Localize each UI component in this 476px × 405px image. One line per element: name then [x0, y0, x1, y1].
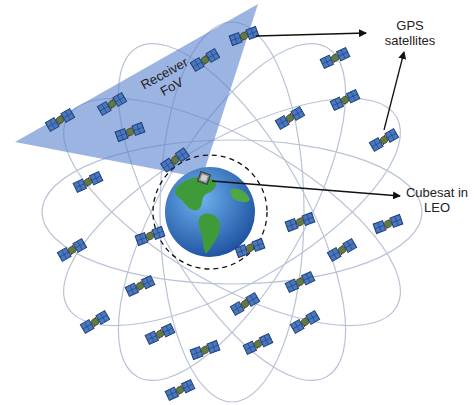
gps-satellite: [285, 272, 315, 293]
gps-satellite: [45, 109, 74, 132]
gps-satellite: [73, 172, 103, 193]
gps-satellite: [97, 93, 126, 116]
cubesat-label: Cubesat in LEO: [404, 185, 470, 215]
satellites-label: GPS satellites: [370, 18, 450, 48]
gps-satellite: [229, 27, 259, 46]
gps-satellite: [330, 90, 360, 111]
gps-satellite: [235, 239, 265, 258]
gps-satellite: [243, 334, 273, 355]
gps-satellite: [57, 239, 86, 262]
gps-satellite: [161, 148, 190, 172]
gps-satellite: [290, 311, 319, 334]
gps-satellite: [230, 293, 259, 316]
earth: [165, 167, 255, 257]
gps-satellite: [135, 227, 165, 246]
gps-satellite: [145, 324, 175, 345]
gps-satellite: [190, 341, 220, 360]
gps-satellite: [285, 213, 315, 232]
cubesat: [198, 172, 211, 185]
leo-orbit: [153, 155, 267, 269]
leader-arrows: [212, 33, 404, 196]
receiver-fov-cone: [15, 4, 258, 178]
gps-satellite: [369, 129, 398, 152]
gps-satellite: [125, 276, 155, 297]
gps-satellite: [165, 380, 195, 401]
gps-satellite: [373, 215, 403, 234]
gps-satellite: [275, 107, 304, 130]
gps-satellite: [320, 48, 350, 69]
gps-satellite: [190, 49, 219, 72]
gps-satellite: [80, 311, 109, 334]
gps-satellites: [45, 27, 402, 401]
gps-satellite: [115, 123, 145, 142]
gps-satellite: [327, 239, 356, 262]
